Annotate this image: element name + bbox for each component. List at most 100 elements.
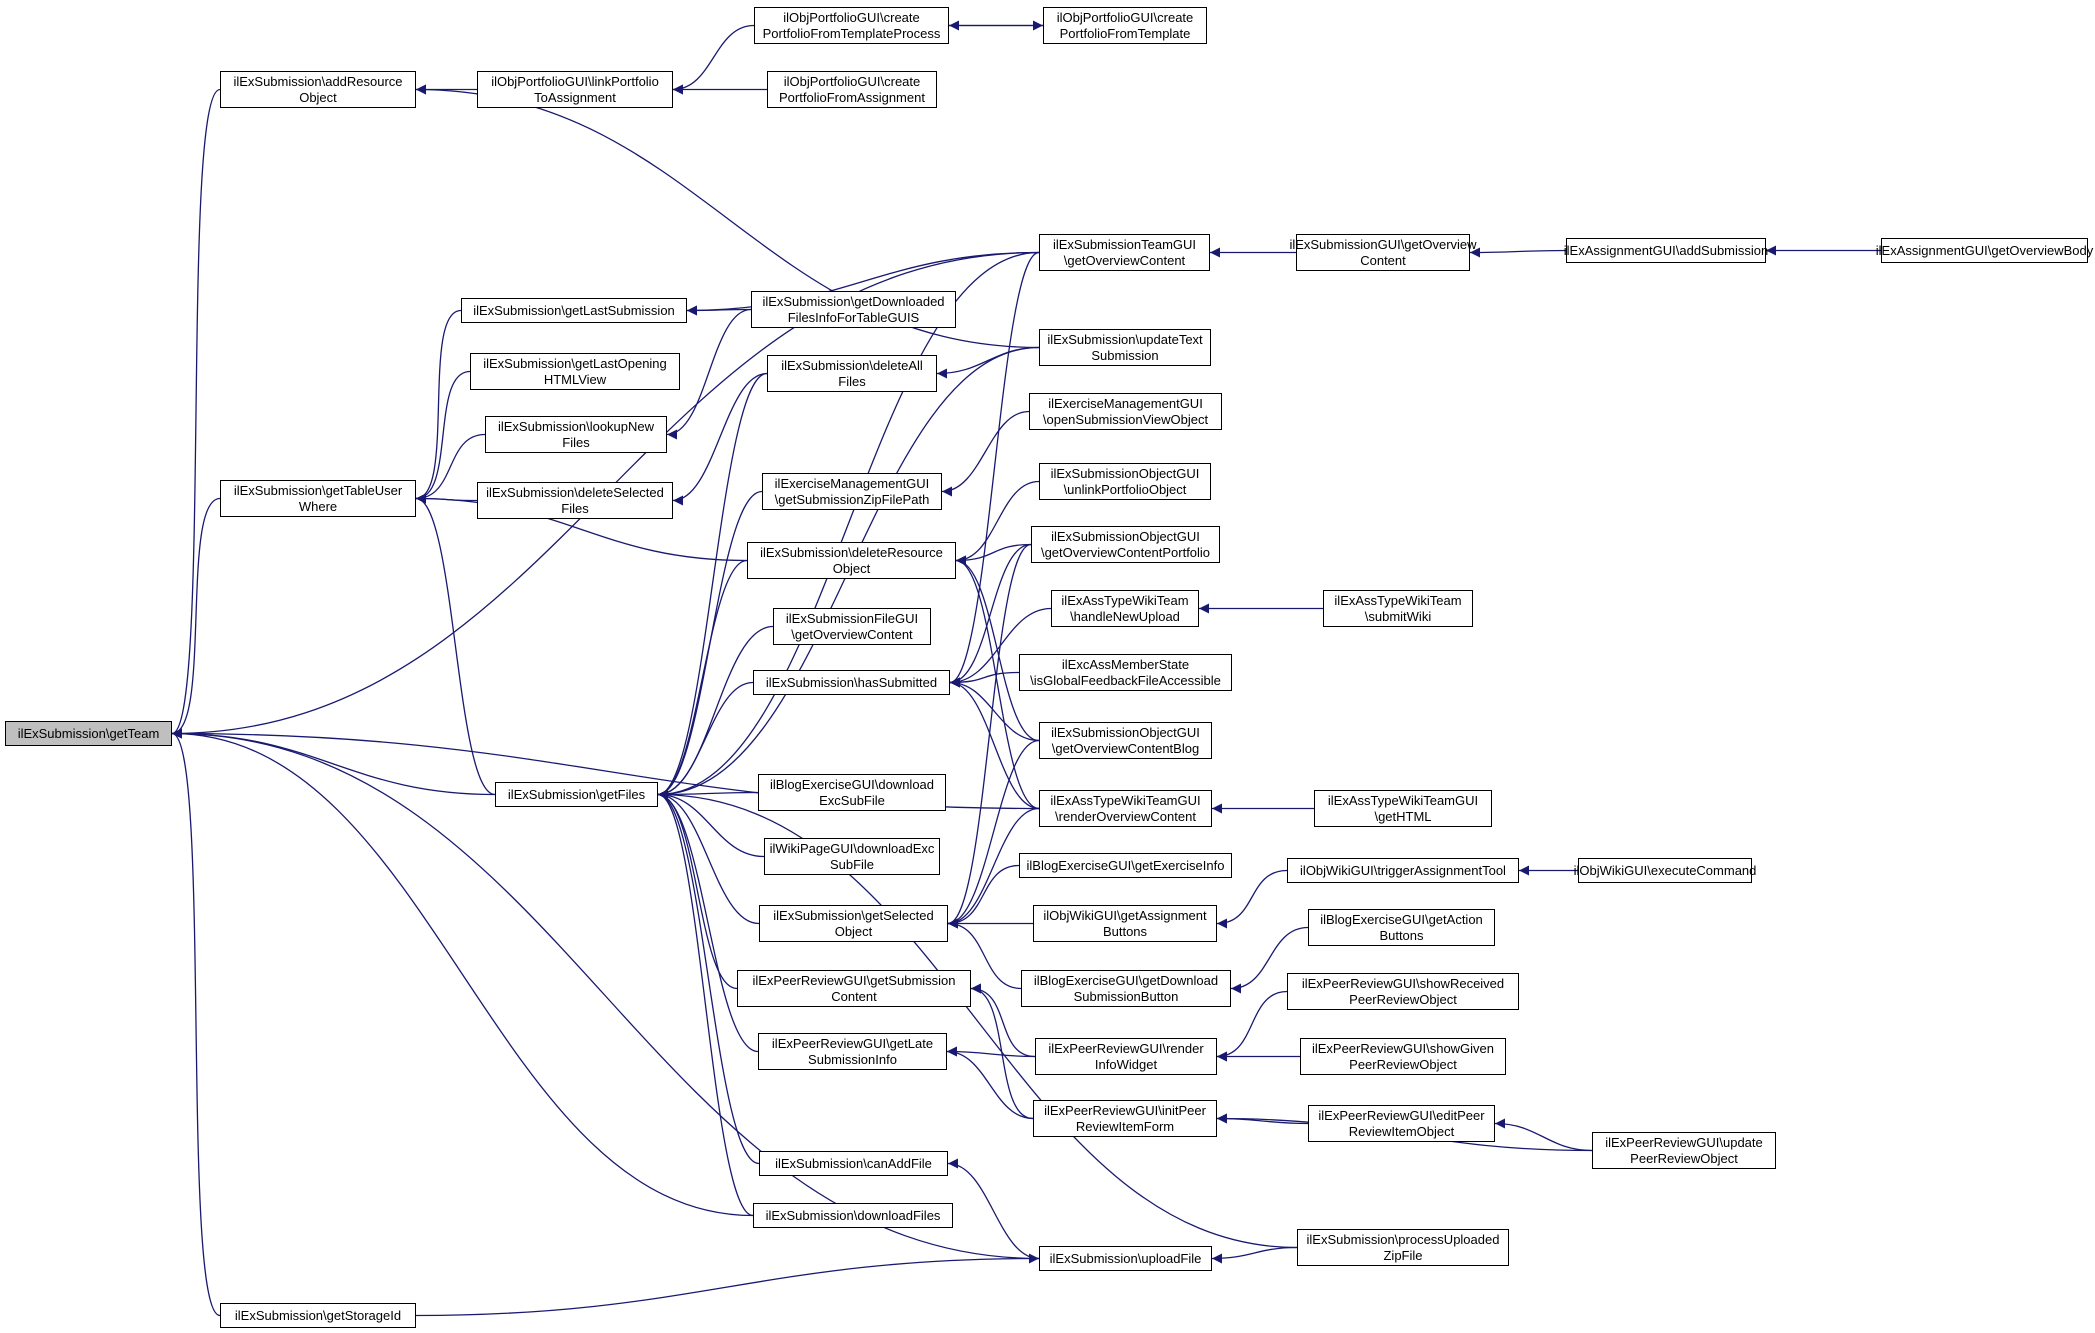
node-getStorageId[interactable]: ilExSubmission\getStorageId (220, 1303, 416, 1328)
node-getTableUserWhere[interactable]: ilExSubmission\getTableUser Where (220, 480, 416, 517)
node-wikiGetAssignmentButtons[interactable]: ilObjWikiGUI\getAssignment Buttons (1033, 905, 1217, 942)
node-blogDownloadExcSubFile[interactable]: ilBlogExerciseGUI\download ExcSubFile (758, 774, 946, 811)
node-addResourceObject[interactable]: ilExSubmission\addResource Object (220, 71, 416, 108)
node-getLastOpening[interactable]: ilExSubmission\getLastOpening HTMLView (470, 353, 680, 390)
node-wikiPageDownloadExcSubFile[interactable]: ilWikiPageGUI\downloadExc SubFile (764, 838, 940, 875)
edge-hasSubmitted-to-getFiles (657, 681, 754, 800)
edge-triggerAssignmentTool-to-wikiGetAssignmentButtons (1216, 869, 1288, 929)
node-getOverviewContentPortfolio[interactable]: ilExSubmissionObjectGUI \getOverviewCont… (1031, 526, 1220, 563)
node-createFromTpl[interactable]: ilObjPortfolioGUI\create PortfolioFromTe… (1043, 7, 1207, 44)
edge-initPeerReviewItemForm-to-prGetSubmissionContent (970, 983, 1034, 1120)
edge-teamGetOverview-to-getLastSubmission (686, 251, 1040, 316)
node-initPeerReviewItemForm[interactable]: ilExPeerReviewGUI\initPeer ReviewItemFor… (1033, 1100, 1217, 1137)
node-assignGetOverviewBody[interactable]: ilExAssignmentGUI\getOverviewBody (1876, 238, 2093, 263)
edge-deleteAllFiles-to-deleteSelectedFiles (672, 372, 768, 506)
edge-teamGetOverview-to-getFiles (657, 251, 1040, 800)
node-teamGetOverview[interactable]: ilExSubmissionTeamGUI \getOverviewConten… (1039, 234, 1210, 271)
node-lookupNewFiles[interactable]: ilExSubmission\lookupNew Files (485, 416, 667, 453)
edge-unlinkPortfolio-to-deleteResourceObject (955, 480, 1040, 566)
edge-wikiPageDownloadExcSubFile-to-getFiles (657, 789, 765, 858)
edge-getStorageId-to-getTeam (171, 728, 221, 1317)
edge-getSelectedObject-to-getFiles (657, 789, 760, 925)
edge-getLastSubmission-to-getTableUserWhere (415, 309, 462, 504)
node-hasSubmitted[interactable]: ilExSubmission\hasSubmitted (753, 670, 950, 695)
edge-getStorageId-to-uploadFile (415, 1253, 1040, 1317)
node-prRenderInfoWidget[interactable]: ilExPeerReviewGUI\render InfoWidget (1035, 1038, 1217, 1075)
edge-processUploadedZip-to-getFiles (657, 789, 1298, 1249)
node-blogGetDownloadButton[interactable]: ilBlogExerciseGUI\getDownload Submission… (1021, 970, 1231, 1007)
node-submitWiki[interactable]: ilExAssTypeWikiTeam \submitWiki (1323, 590, 1473, 627)
edge-blogGetActionButtons-to-blogGetDownloadButton (1230, 926, 1309, 994)
node-deleteSelectedFiles[interactable]: ilExSubmission\deleteSelected Files (477, 482, 673, 519)
node-deleteAllFiles[interactable]: ilExSubmission\deleteAll Files (767, 355, 937, 392)
edge-showReceived-to-prRenderInfoWidget (1216, 990, 1288, 1062)
node-getFiles[interactable]: ilExSubmission\getFiles (495, 782, 658, 807)
node-subGuiGetOverview[interactable]: ilExSubmissionGUI\getOverview Content (1289, 234, 1477, 271)
edge-getOverviewContentPortfolio-to-getSelectedObject (947, 543, 1032, 929)
edge-initPeerReviewItemForm-to-prGetLateInfo (946, 1046, 1034, 1120)
node-linkPortfolio[interactable]: ilObjPortfolioGUI\linkPortfolio ToAssign… (477, 71, 673, 108)
edge-prRenderInfoWidget-to-prGetSubmissionContent (970, 983, 1036, 1058)
edge-getDownloadedFilesInfo-to-getLastSubmission (686, 305, 752, 316)
node-createFromAssignment[interactable]: ilObjPortfolioGUI\create PortfolioFromAs… (767, 71, 937, 108)
edge-getLastOpening-to-getTableUserWhere (415, 370, 471, 504)
edge-openSubmissionView-to-getSubmissionZipFilePath (941, 410, 1030, 497)
node-openSubmissionView[interactable]: ilExerciseManagementGUI \openSubmissionV… (1029, 393, 1222, 430)
node-triggerAssignmentTool[interactable]: ilObjWikiGUI\triggerAssignmentTool (1287, 858, 1519, 883)
node-renderOverviewContent[interactable]: ilExAssTypeWikiTeamGUI \renderOverviewCo… (1039, 790, 1212, 827)
node-downloadFiles[interactable]: ilExSubmission\downloadFiles (753, 1203, 953, 1228)
edge-processUploadedZip-to-uploadFile (1211, 1246, 1298, 1264)
node-fileGuiGetOverview[interactable]: ilExSubmissionFileGUI \getOverviewConten… (773, 608, 931, 645)
node-wikiExecuteCommand[interactable]: ilObjWikiGUI\executeCommand (1574, 858, 1756, 883)
edge-canAddFile-to-getFiles (657, 789, 760, 1165)
edge-getFiles-to-getTableUserWhere (415, 493, 496, 796)
edge-getOverviewContentPortfolio-to-deleteResourceObject (955, 543, 1032, 566)
edge-assignAddSubmission-to-subGuiGetOverview (1469, 247, 1567, 258)
node-prGetLateInfo[interactable]: ilExPeerReviewGUI\getLate SubmissionInfo (758, 1033, 947, 1070)
edge-updatePeerReview-to-editPeerReviewItem (1494, 1118, 1593, 1152)
node-showReceived[interactable]: ilExPeerReviewGUI\showReceived PeerRevie… (1287, 973, 1519, 1010)
node-handleNewUpload[interactable]: ilExAssTypeWikiTeam \handleNewUpload (1051, 590, 1199, 627)
edge-getOverviewContentBlog-to-getSelectedObject (947, 739, 1040, 929)
edge-downloadFiles-to-getFiles (657, 789, 754, 1217)
edge-blogGetExerciseInfo-to-getSelectedObject (947, 864, 1020, 929)
node-getOverviewContentBlog[interactable]: ilExSubmissionObjectGUI \getOverviewCont… (1039, 722, 1212, 759)
node-assignAddSubmission[interactable]: ilExAssignmentGUI\addSubmission (1564, 238, 1768, 263)
edge-renderOverviewContent-to-getSelectedObject (947, 807, 1040, 929)
node-wikiTeamGetHTML[interactable]: ilExAssTypeWikiTeamGUI \getHTML (1314, 790, 1492, 827)
node-updateTextSubmission[interactable]: ilExSubmission\updateText Submission (1039, 329, 1211, 366)
edge-isGlobalFeedback-to-hasSubmitted (949, 671, 1020, 688)
edge-blogGetDownloadButton-to-getSelectedObject (947, 918, 1022, 990)
node-uploadFile[interactable]: ilExSubmission\uploadFile (1039, 1246, 1212, 1271)
node-showGiven[interactable]: ilExPeerReviewGUI\showGiven PeerReviewOb… (1300, 1038, 1506, 1075)
node-canAddFile[interactable]: ilExSubmission\canAddFile (759, 1151, 948, 1176)
node-processUploadedZip[interactable]: ilExSubmission\processUploaded ZipFile (1297, 1229, 1509, 1266)
edge-getTableUserWhere-to-getTeam (171, 497, 221, 739)
node-deleteResourceObject[interactable]: ilExSubmission\deleteResource Object (747, 542, 956, 579)
edge-prRenderInfoWidget-to-prGetLateInfo (946, 1046, 1036, 1058)
edge-getDownloadedFilesInfo-to-lookupNewFiles (666, 308, 752, 440)
node-updatePeerReview[interactable]: ilExPeerReviewGUI\update PeerReviewObjec… (1592, 1132, 1776, 1169)
edge-renderOverviewContent-to-deleteResourceObject (955, 555, 1040, 810)
edge-prGetLateInfo-to-getFiles (657, 789, 759, 1053)
node-prGetSubmissionContent[interactable]: ilExPeerReviewGUI\getSubmission Content (737, 970, 971, 1007)
node-getTeam[interactable]: ilExSubmission\getTeam (5, 721, 172, 746)
edge-deleteResourceObject-to-getFiles (657, 559, 748, 800)
edge-deleteResourceObject-to-getTableUserWhere (415, 493, 748, 562)
node-blogGetActionButtons[interactable]: ilBlogExerciseGUI\getAction Buttons (1308, 909, 1495, 946)
edge-lookupNewFiles-to-getTableUserWhere (415, 433, 486, 504)
node-getSelectedObject[interactable]: ilExSubmission\getSelected Object (759, 905, 948, 942)
node-isGlobalFeedback[interactable]: ilExcAssMemberState \isGlobalFeedbackFil… (1019, 654, 1232, 691)
node-blogGetExerciseInfo[interactable]: ilBlogExerciseGUI\getExerciseInfo (1019, 853, 1232, 878)
node-getDownloadedFilesInfo[interactable]: ilExSubmission\getDownloaded FilesInfoFo… (751, 291, 956, 328)
node-getLastSubmission[interactable]: ilExSubmission\getLastSubmission (461, 298, 687, 323)
node-createFromTplProcess[interactable]: ilObjPortfolioGUI\create PortfolioFromTe… (754, 7, 949, 44)
node-editPeerReviewItem[interactable]: ilExPeerReviewGUI\editPeer ReviewItemObj… (1308, 1105, 1495, 1142)
edge-downloadFiles-to-getTeam (171, 728, 754, 1217)
node-getSubmissionZipFilePath[interactable]: ilExerciseManagementGUI \getSubmissionZi… (762, 473, 942, 510)
edge-renderOverviewContent-to-hasSubmitted (949, 677, 1040, 810)
node-unlinkPortfolio[interactable]: ilExSubmissionObjectGUI \unlinkPortfolio… (1039, 463, 1211, 500)
edge-addResourceObject-to-getTeam (171, 88, 221, 739)
edge-getOverviewContentPortfolio-to-hasSubmitted (949, 543, 1032, 688)
